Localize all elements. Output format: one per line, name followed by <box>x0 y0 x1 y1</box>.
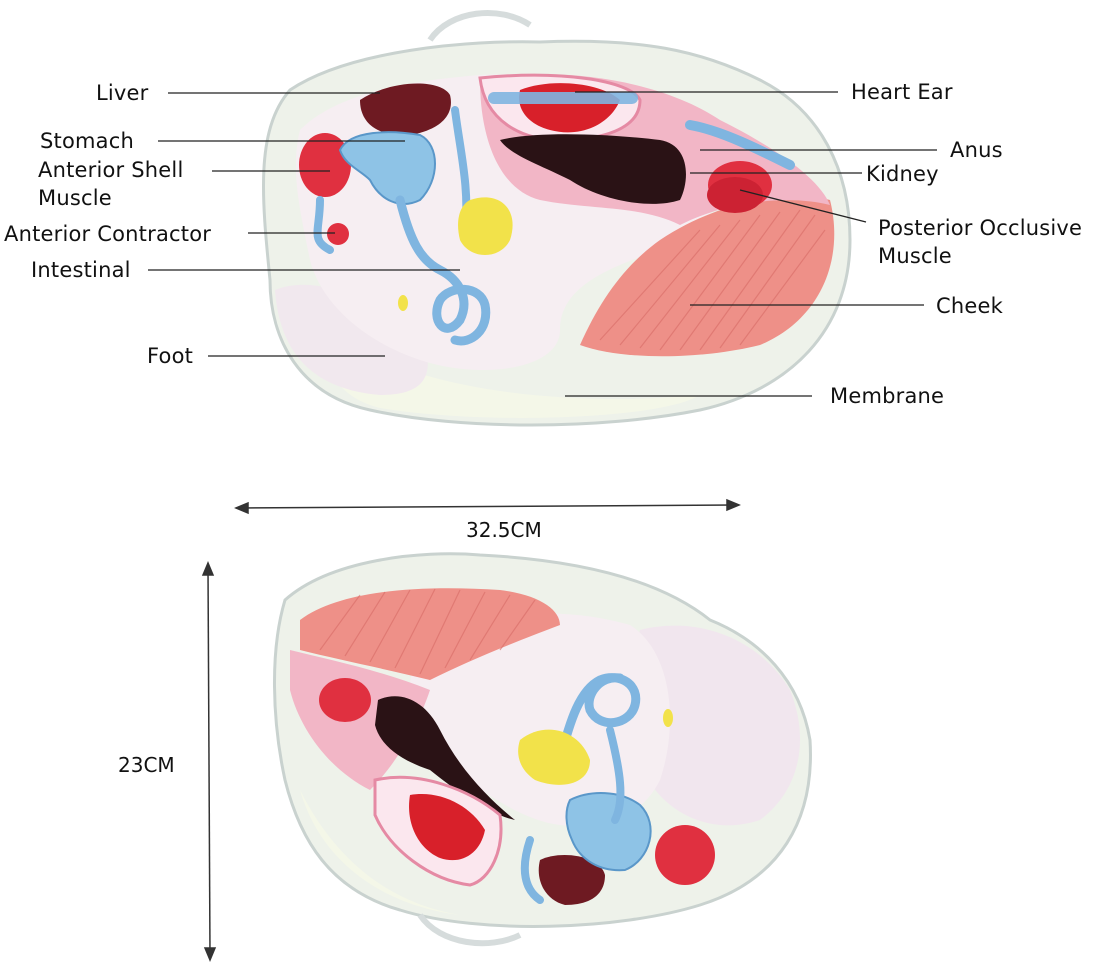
bottom-gonad-spot <box>663 709 673 727</box>
bottom-posterior-muscle <box>319 678 371 722</box>
bottom-anterior-shell-muscle <box>655 825 715 885</box>
